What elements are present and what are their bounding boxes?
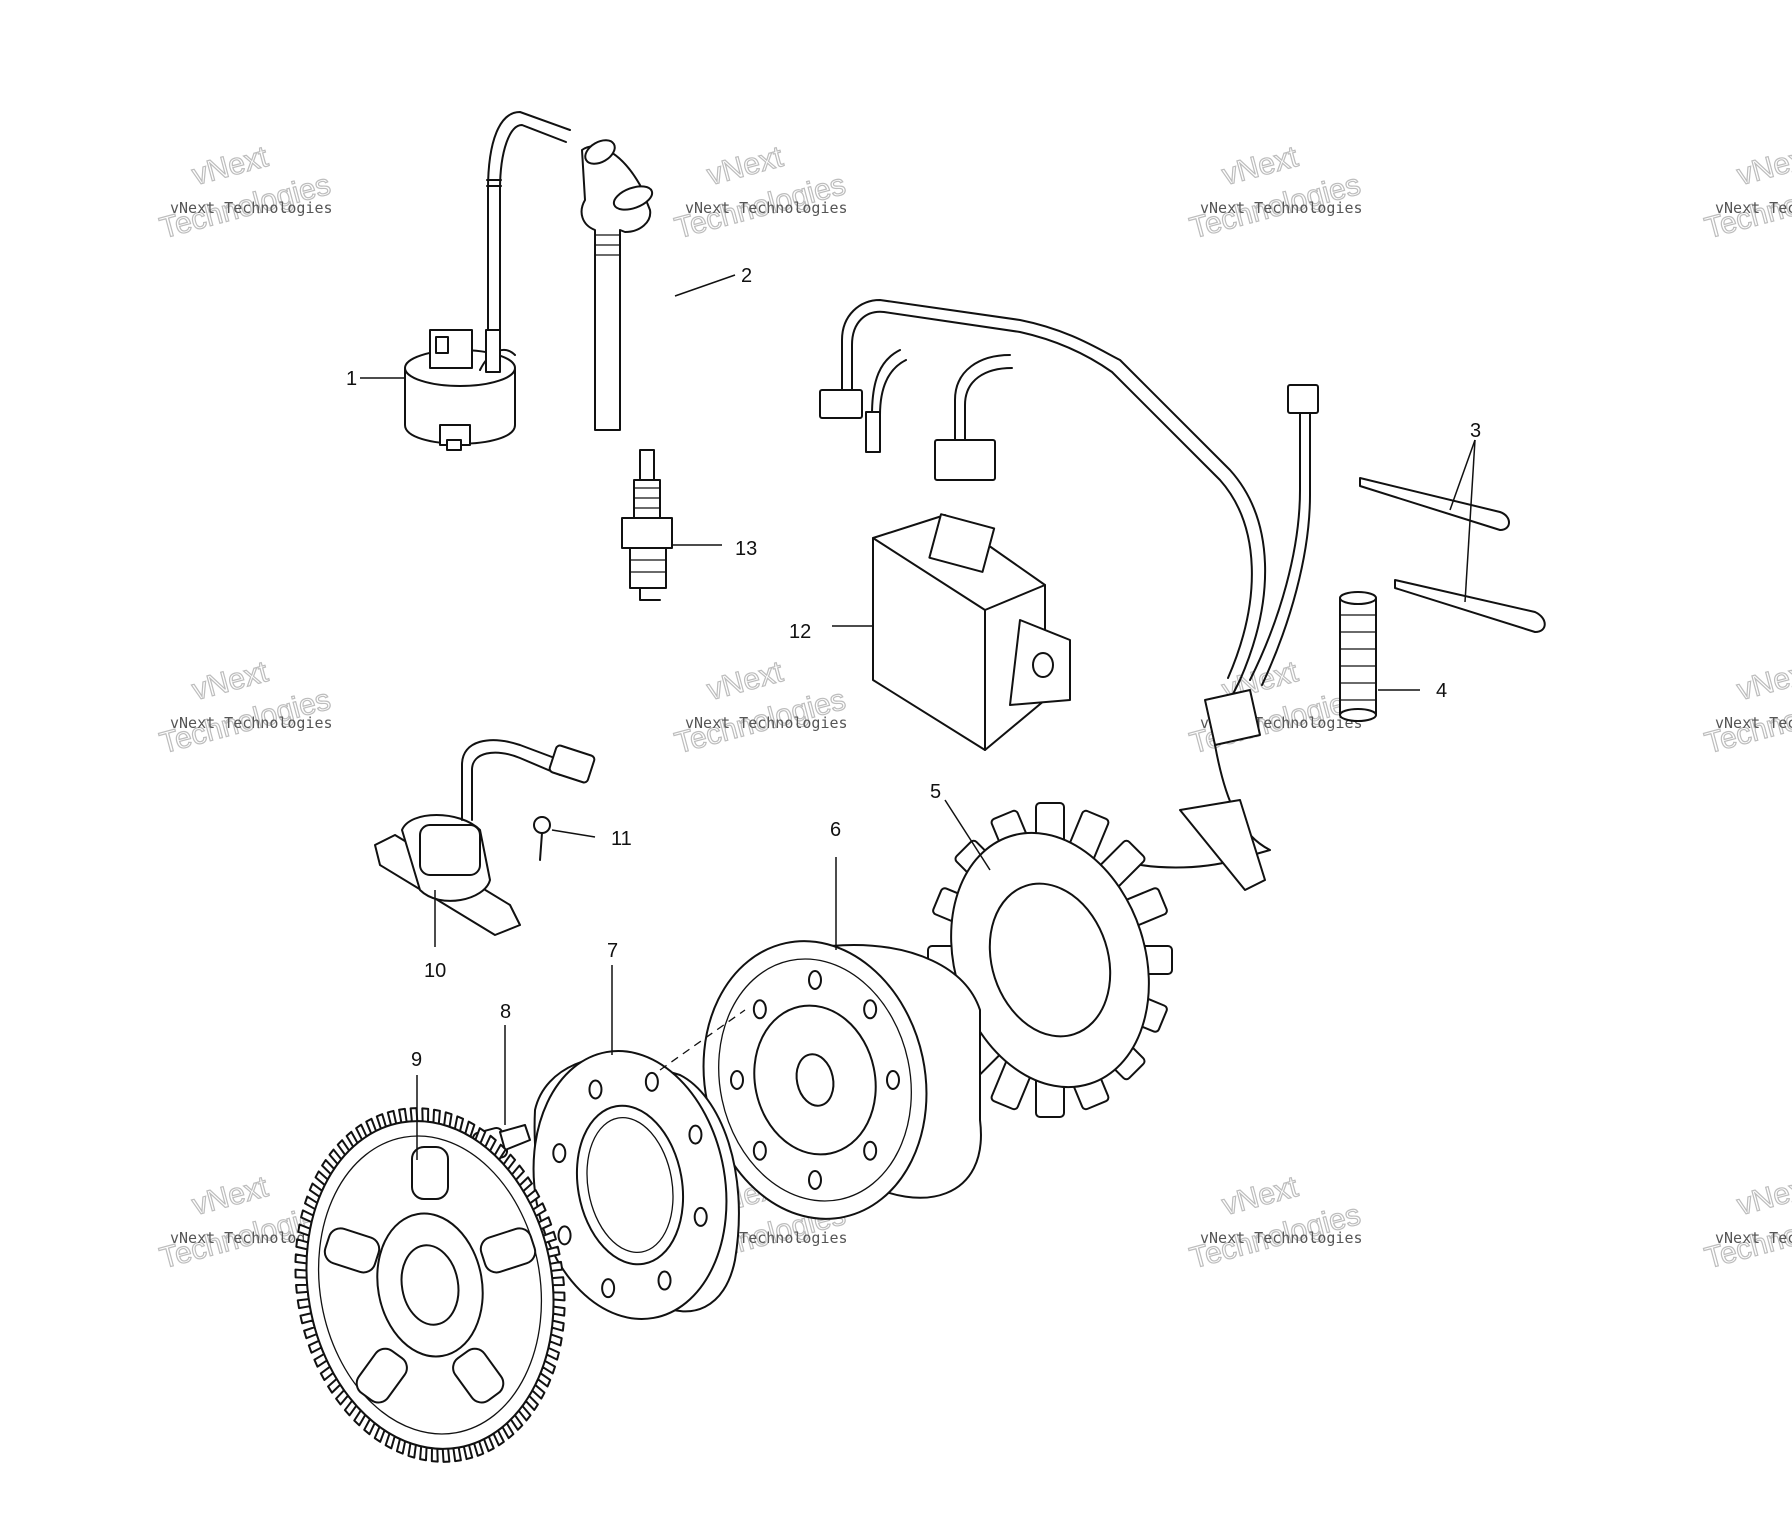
clutch-hole — [644, 1071, 659, 1092]
callout-9: 9 — [411, 1049, 422, 1071]
watermark-top-text: vNext — [1219, 140, 1302, 192]
callout-11: 11 — [611, 828, 632, 850]
watermark-small-text: vNext Technologies — [1715, 199, 1792, 217]
watermark-small-text: vNext Technologies — [685, 714, 848, 732]
callout-4: 4 — [1436, 680, 1447, 702]
part-11-screw[interactable] — [533, 816, 551, 861]
gear-window — [452, 1347, 505, 1404]
clutch-hole — [588, 1079, 603, 1100]
callout-8: 8 — [500, 1001, 511, 1023]
clutch-hole — [552, 1143, 567, 1164]
clutch-hole — [688, 1124, 703, 1145]
watermark-top-text: vNext — [1734, 140, 1792, 192]
callout-10: 10 — [424, 960, 446, 982]
watermark-small-text: vNext Technologies — [1200, 199, 1363, 217]
flywheel-hole — [808, 970, 822, 990]
gear-window — [323, 1227, 381, 1274]
stator-wiring-harness — [819, 299, 1319, 891]
flywheel-hole — [808, 1170, 822, 1190]
watermark-top-text: vNext — [1734, 655, 1792, 707]
callout-3: 3 — [1470, 420, 1481, 442]
part-3-harness-clips[interactable] — [1359, 477, 1546, 633]
watermark-small-text: vNext Technologies — [1715, 1229, 1792, 1247]
watermark-top-text: vNext — [1219, 1170, 1302, 1222]
part-2-spark-plug-cap[interactable] — [580, 135, 655, 431]
watermark-top-text: vNext — [189, 1170, 272, 1222]
leader-lines — [360, 274, 1476, 1160]
part-9-starter-driven-gear[interactable] — [268, 1087, 592, 1484]
flywheel-hole — [863, 1140, 878, 1161]
watermark-top-text: vNext — [704, 655, 787, 707]
gear-window — [479, 1227, 537, 1274]
callout-5: 5 — [930, 781, 941, 803]
watermark-small-text: vNext Technologies — [170, 1229, 333, 1247]
callout-1: 1 — [346, 368, 357, 390]
flywheel-hole — [886, 1070, 900, 1090]
watermark-small-text: vNext Technologies — [1715, 714, 1792, 732]
clutch-hole — [557, 1225, 572, 1246]
watermark-top-text: vNext — [189, 655, 272, 707]
watermark-top-text: vNext — [189, 140, 272, 192]
callout-labels: 1 2 3 4 5 6 7 8 9 10 11 12 13 — [346, 265, 1481, 1071]
clutch-hole — [601, 1278, 616, 1299]
watermark-small-text: vNext Technologies — [170, 714, 333, 732]
gear-window — [411, 1146, 449, 1200]
watermark-top-text: vNext — [704, 140, 787, 192]
clutch-hole — [693, 1206, 708, 1227]
watermark-small-text: vNext Technologies — [685, 199, 848, 217]
clutch-hole — [657, 1270, 672, 1291]
gear-window — [355, 1347, 408, 1404]
flywheel-hole — [752, 1140, 767, 1161]
callout-2: 2 — [741, 265, 752, 287]
part-12-cdi-box[interactable] — [872, 513, 1071, 751]
part-4-grommet[interactable] — [1339, 591, 1377, 722]
callout-12: 12 — [789, 621, 811, 643]
flywheel-hole — [730, 1070, 744, 1090]
part-7-starter-clutch[interactable] — [513, 1009, 747, 1334]
flywheel-hole — [752, 999, 767, 1020]
flywheel-hole — [863, 999, 878, 1020]
watermark-small-text: vNext Technologies — [1200, 1229, 1363, 1247]
part-1-ignition-coil[interactable] — [404, 111, 571, 451]
callout-13: 13 — [735, 538, 757, 560]
part-6-flywheel[interactable] — [678, 920, 982, 1240]
callout-6: 6 — [830, 819, 841, 841]
part-10-pulser-coil[interactable] — [374, 739, 596, 936]
watermark-small-text: vNext Technologies — [170, 199, 333, 217]
watermark-top-text: vNext — [1734, 1170, 1792, 1222]
callout-7: 7 — [607, 940, 618, 962]
part-13-spark-plug[interactable] — [621, 449, 673, 601]
